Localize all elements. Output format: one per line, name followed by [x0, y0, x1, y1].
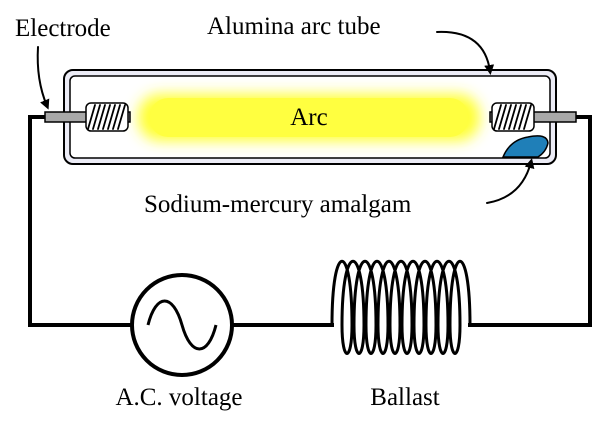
- ac-voltage-label: A.C. voltage: [115, 384, 242, 411]
- electrode-arrow: [36, 46, 50, 110]
- circuit-wire: [28, 115, 592, 327]
- arc-tube-arrow: [436, 30, 495, 75]
- spring-coil-electrode-icon: [85, 102, 129, 132]
- amalgam-label: Sodium-mercury amalgam: [144, 191, 412, 218]
- electrode-label: Electrode: [15, 15, 111, 42]
- arc-label: Arc: [290, 104, 327, 131]
- ballast-label: Ballast: [370, 384, 439, 411]
- sine-wave-in-circle-icon: [130, 273, 234, 377]
- inductor-coil-icon: [330, 259, 472, 355]
- right-electrode: [489, 102, 577, 132]
- arc-glow: [138, 94, 480, 141]
- amalgam-droplet: [501, 135, 549, 158]
- arc-tube-label: Alumina arc tube: [207, 13, 381, 40]
- spring-coil-electrode-icon: [491, 102, 535, 132]
- left-electrode: [44, 102, 131, 132]
- amalgam-arrow: [486, 158, 535, 204]
